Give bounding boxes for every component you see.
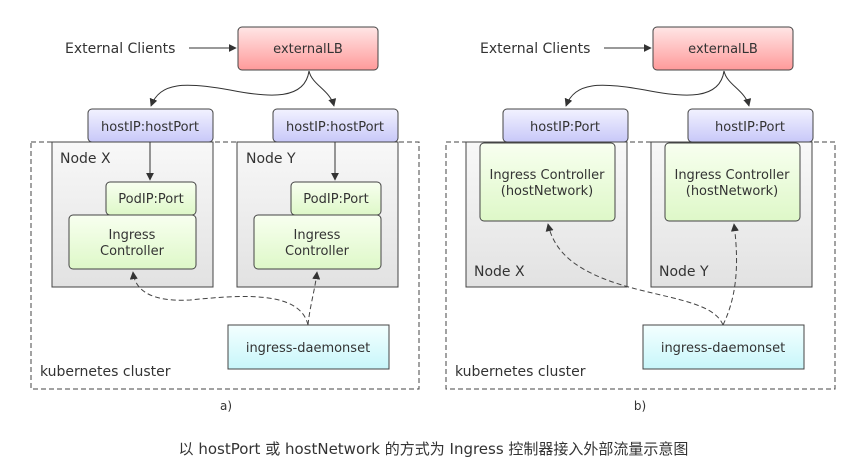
node-y-label: Node Y [659, 264, 709, 280]
cluster-boundary [30, 141, 420, 390]
diagram-a: External Clients externalLB Node X Node … [30, 26, 420, 413]
ingress-controller-y-box [253, 214, 382, 270]
node-y-label: Node Y [246, 151, 296, 167]
daemonset-box [227, 324, 390, 370]
host-port-left-label: hostIP:hostPort [101, 120, 199, 135]
sublabel-b: b) [634, 399, 646, 413]
external-lb-label: externalLB [688, 42, 758, 57]
cluster-label: kubernetes cluster [455, 364, 586, 380]
pod-port-y-label: PodIP:Port [303, 192, 368, 207]
host-port-left-box [502, 108, 629, 143]
lb-to-host-left-arrow [149, 70, 310, 107]
daemonset-to-y-arrow [307, 271, 321, 326]
external-lb-label: externalLB [273, 42, 343, 57]
pod-port-x-label: PodIP:Port [118, 192, 183, 207]
daemonset-box [642, 324, 805, 370]
lb-to-host-right-arrow [723, 70, 752, 107]
external-clients-label: External Clients [65, 41, 175, 57]
cluster-boundary [445, 141, 836, 390]
ingress-controller-x-box [68, 214, 197, 270]
cluster-label: kubernetes cluster [40, 364, 171, 380]
figure-caption: 以 hostPort 或 hostNetwork 的方式为 Ingress 控制… [178, 440, 689, 458]
daemonset-label: ingress-daemonset [661, 341, 785, 356]
ingress-controller-x-line2: (hostNetwork) [501, 184, 594, 199]
ingress-controller-y-line2: Controller [285, 244, 350, 259]
ingress-controller-x-line1: Ingress [109, 228, 156, 243]
daemonset-to-x-arrow [545, 223, 724, 326]
external-clients-label: External Clients [480, 41, 590, 57]
ingress-controller-y-line1: Ingress [294, 228, 341, 243]
ingress-controller-y-box [664, 142, 801, 222]
external-lb-box [652, 26, 794, 71]
lb-to-host-right-arrow [308, 70, 337, 107]
daemonset-to-x-arrow [129, 271, 309, 326]
ingress-controller-y-line1: Ingress Controller [674, 168, 790, 183]
sublabel-a: a) [220, 399, 232, 413]
node-x-label: Node X [474, 264, 525, 280]
daemonset-to-y-arrow [722, 223, 739, 326]
diagram-b: External Clients externalLB Node X Node … [445, 26, 836, 413]
host-port-right-label: hostIP:Port [715, 120, 785, 135]
ingress-controller-x-line1: Ingress Controller [489, 168, 605, 183]
ingress-controller-x-line2: Controller [100, 244, 165, 259]
daemonset-label: ingress-daemonset [246, 341, 370, 356]
node-x-label: Node X [60, 151, 111, 167]
host-port-left-label: hostIP:Port [530, 120, 600, 135]
lb-to-host-left-arrow [564, 70, 725, 107]
ingress-controller-y-line2: (hostNetwork) [686, 184, 779, 199]
external-lb-box [237, 26, 379, 71]
ingress-controller-x-box [479, 142, 616, 222]
host-port-right-box [687, 108, 814, 143]
host-port-right-label: hostIP:hostPort [286, 120, 384, 135]
